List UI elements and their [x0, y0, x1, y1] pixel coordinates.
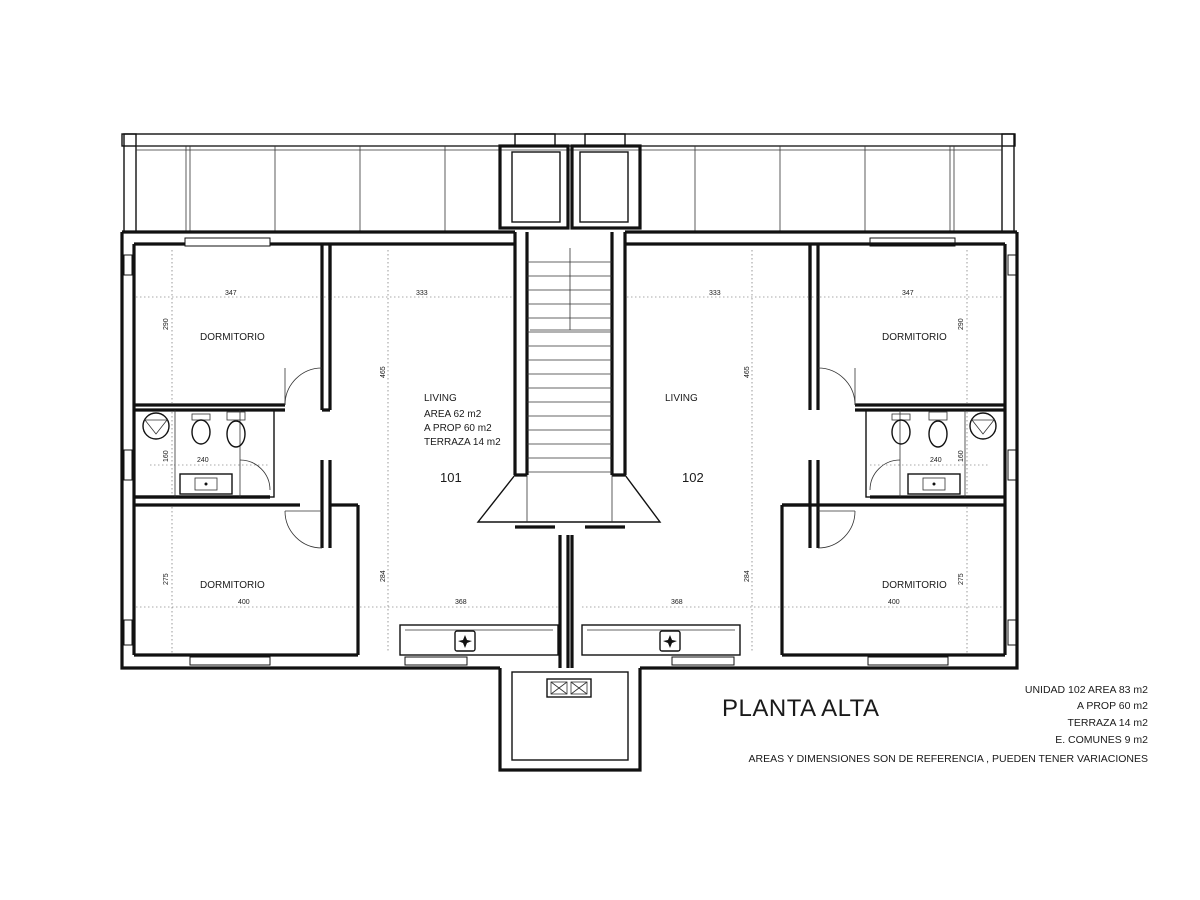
plan-title: PLANTA ALTA [722, 695, 880, 722]
outer-walls [120, 230, 1019, 670]
bidet-icon [191, 413, 911, 445]
dimension-lines [136, 250, 1003, 653]
unit-number: 102 [682, 470, 704, 485]
dimension-label: 240 [197, 457, 209, 464]
dimension-label: 347 [902, 290, 914, 297]
living-area-text: AREA 62 m2 [424, 409, 482, 420]
sink-icon [179, 473, 961, 495]
room-label-living: LIVING [665, 393, 698, 404]
stove-icon [454, 630, 681, 652]
dimension-label: 465 [380, 366, 387, 378]
dimension-label: 275 [958, 573, 965, 585]
dimension-label: 400 [238, 599, 250, 606]
dimension-label: 160 [163, 450, 170, 462]
dimension-label: 368 [671, 599, 683, 606]
dimension-label: 333 [416, 290, 428, 297]
dimension-labels: 347 333 333 347 290 290 465 465 160 240 … [163, 290, 965, 606]
room-label-dormitorio: DORMITORIO [200, 332, 265, 343]
dimension-label: 275 [163, 573, 170, 585]
room-label-living: LIVING [424, 393, 457, 404]
dimension-label: 284 [380, 570, 387, 582]
toilet-icon [226, 411, 948, 448]
summary-line: UNIDAD 102 AREA 83 m2 [1025, 684, 1148, 696]
dimension-label: 240 [930, 457, 942, 464]
living-terraza-text: TERRAZA 14 m2 [424, 437, 501, 448]
room-label-dormitorio: DORMITORIO [200, 580, 265, 591]
right-unit-walls [782, 244, 1006, 548]
room-label-dormitorio: DORMITORIO [882, 332, 947, 343]
dimension-label: 400 [888, 599, 900, 606]
room-labels: DORMITORIO DORMITORIO DORMITORIO DORMITO… [200, 332, 947, 591]
dimension-label: 160 [958, 450, 965, 462]
shower-icon [142, 412, 997, 440]
dimension-label: 290 [958, 318, 965, 330]
summary-line: E. COMUNES 9 m2 [1055, 734, 1148, 746]
summary-line: TERRAZA 14 m2 [1067, 717, 1148, 729]
summary-block: UNIDAD 102 AREA 83 m2 A PROP 60 m2 TERRA… [749, 684, 1149, 765]
unit-number: 101 [440, 470, 462, 485]
terrace [121, 133, 1016, 233]
dimension-label: 368 [455, 599, 467, 606]
living-aprop-text: A PROP 60 m2 [424, 423, 492, 434]
left-unit-walls [133, 232, 741, 772]
dimension-label: 347 [225, 290, 237, 297]
water-tank-icon [546, 678, 592, 698]
summary-note: AREAS Y DIMENSIONES SON DE REFERENCIA , … [749, 753, 1148, 765]
dimension-label: 284 [744, 570, 751, 582]
doors [239, 367, 901, 549]
dimension-label: 333 [709, 290, 721, 297]
stairs [476, 248, 662, 523]
dimension-label: 290 [163, 318, 170, 330]
summary-line: A PROP 60 m2 [1077, 700, 1148, 712]
dimension-label: 465 [744, 366, 751, 378]
room-label-dormitorio: DORMITORIO [882, 580, 947, 591]
